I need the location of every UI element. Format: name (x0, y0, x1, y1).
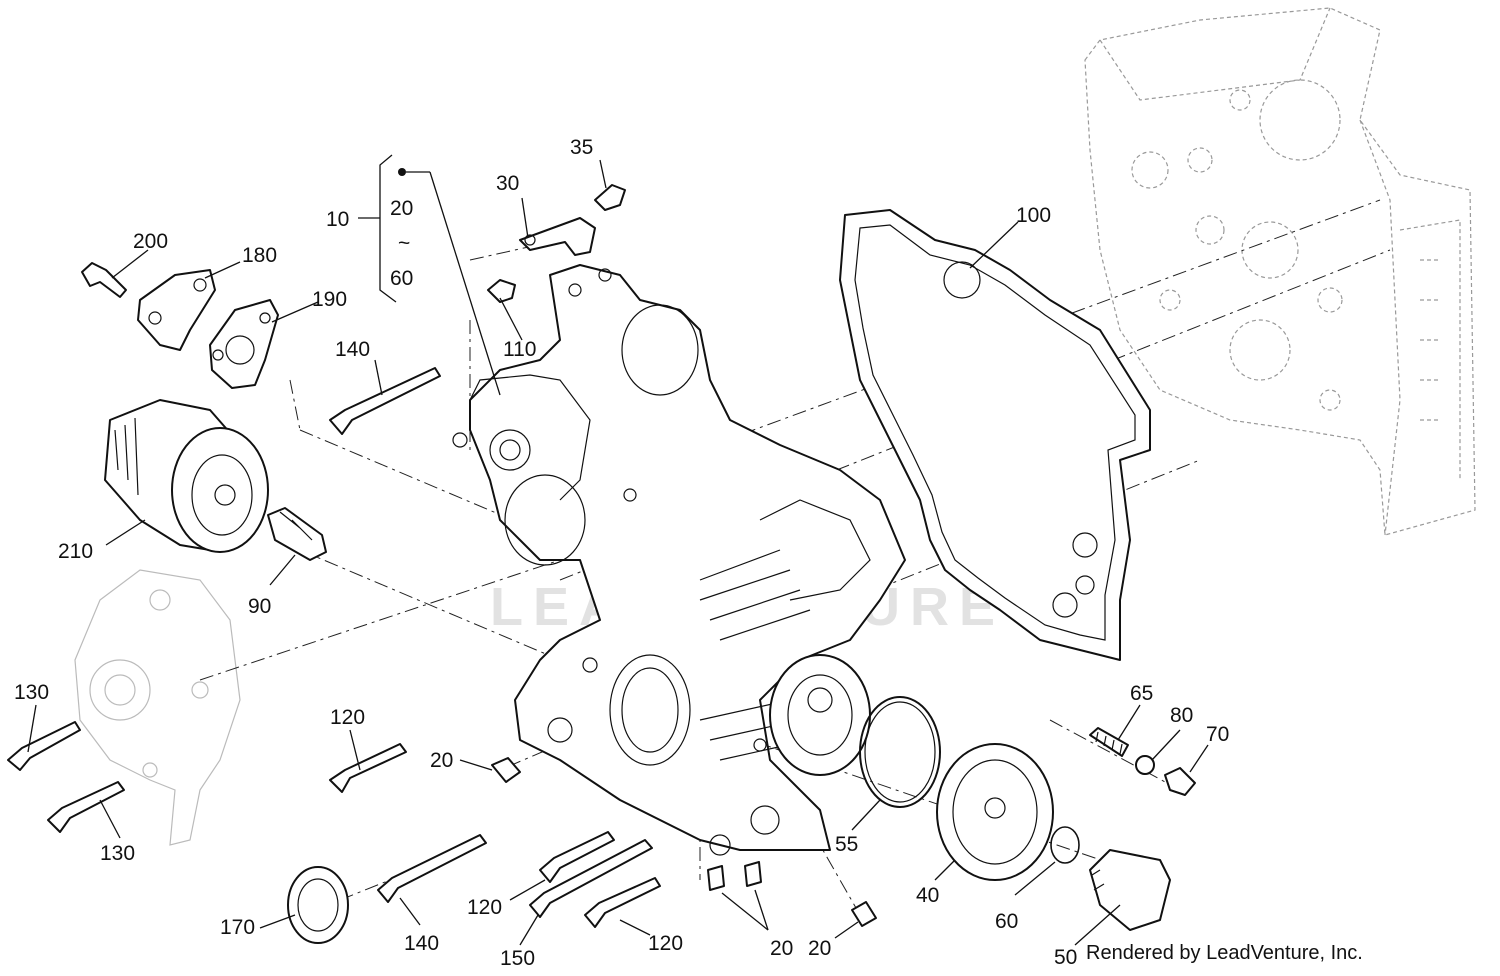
callout-60: 60 (995, 910, 1018, 933)
plugs-20-pair (707, 861, 762, 891)
plate-30 (519, 217, 596, 256)
oil-pump-body (769, 654, 871, 776)
callout-35: 35 (570, 136, 593, 159)
bolt-150 (529, 839, 653, 918)
callout-110: 110 (503, 338, 536, 361)
callout-190: 190 (312, 288, 347, 311)
callout-120-left: 120 (330, 706, 365, 729)
callout-30: 30 (496, 172, 519, 195)
callout-70: 70 (1206, 723, 1229, 746)
callout-180: 180 (242, 244, 277, 267)
bolt-130-upper (7, 721, 81, 771)
callout-150: 150 (500, 947, 535, 970)
bolt-130-lower (47, 781, 125, 833)
callout-170: 170 (220, 916, 255, 939)
callout-130-upper: 130 (14, 681, 49, 704)
callout-20-pair: 20 (770, 937, 793, 960)
callout-20-left: 20 (430, 749, 453, 772)
callout-labels: 35 30 200 180 190 100 140 110 210 90 130… (14, 136, 1229, 970)
bolt-200 (81, 262, 127, 298)
callout-130-lower: 130 (100, 842, 135, 865)
cover-40 (936, 743, 1054, 881)
gasket-190 (209, 299, 279, 389)
plate-180 (137, 269, 216, 351)
callout-140-upper: 140 (335, 338, 370, 361)
spring-65 (1089, 727, 1129, 757)
callout-55: 55 (835, 833, 858, 856)
callout-120-low: 120 (648, 932, 683, 955)
oil-seal-170 (287, 866, 349, 944)
callout-100: 100 (1016, 204, 1051, 227)
bolt-120-low (584, 877, 661, 928)
callout-200: 200 (133, 230, 168, 253)
callout-50: 50 (1054, 946, 1077, 969)
bolt-140-lower (377, 834, 487, 903)
nipple-90 (267, 507, 327, 561)
water-pump-outline (74, 569, 241, 846)
callout-120-mid: 120 (467, 896, 502, 919)
leader-lines (27, 154, 1209, 946)
callout-140-lower: 140 (404, 932, 439, 955)
range-tilde: ~ (398, 232, 410, 255)
callout-210: 210 (58, 540, 93, 563)
bolt-110 (487, 279, 516, 303)
gasket-100 (839, 209, 1151, 661)
engine-block-outline (1084, 7, 1476, 536)
callout-65: 65 (1130, 682, 1153, 705)
bolt-140-upper (329, 367, 441, 435)
bolt-120-left (329, 743, 407, 793)
bolt-35 (594, 184, 626, 211)
render-credit: Rendered by LeadVenture, Inc. (1086, 942, 1363, 964)
range-to: 60 (390, 267, 413, 290)
callout-20-right: 20 (808, 937, 831, 960)
plug-20-left (491, 757, 521, 783)
plug-20-right (851, 901, 877, 927)
range-from: 20 (390, 197, 413, 220)
o-ring-55 (859, 696, 941, 808)
o-ring-60 (1050, 826, 1080, 864)
callout-40: 40 (916, 884, 939, 907)
gear-case (452, 264, 906, 856)
callout-90: 90 (248, 595, 271, 618)
oil-filter-210 (104, 399, 269, 553)
plug-50 (1089, 849, 1171, 931)
ball-80 (1135, 755, 1155, 775)
valve-70 (1164, 767, 1196, 796)
callout-10: 10 (326, 208, 349, 231)
bolt-120-mid (539, 831, 615, 883)
callout-80: 80 (1170, 704, 1193, 727)
